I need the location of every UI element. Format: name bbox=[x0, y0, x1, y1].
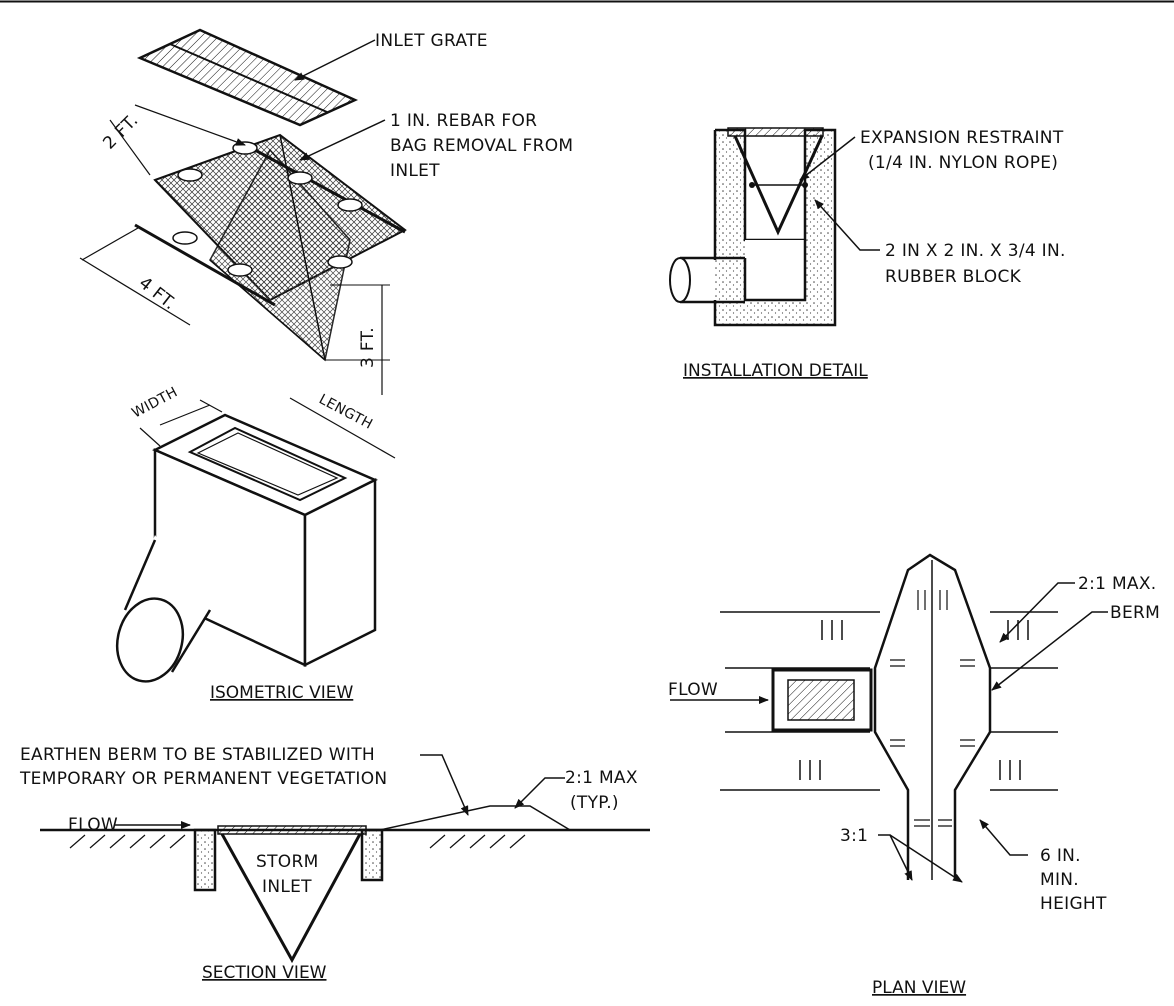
svg-text:LENGTH: LENGTH bbox=[316, 391, 375, 433]
svg-text:3 FT.: 3 FT. bbox=[358, 327, 378, 368]
title-section-view: SECTION VIEW bbox=[202, 963, 327, 983]
leader-rebar bbox=[299, 119, 386, 161]
plan-view bbox=[720, 553, 1058, 880]
title-isometric-view: ISOMETRIC VIEW bbox=[210, 683, 353, 703]
svg-text:WIDTH: WIDTH bbox=[129, 384, 180, 421]
label-rebar-2: BAG REMOVAL FROM bbox=[390, 136, 573, 156]
label-slope-typ-1: 2:1 MAX bbox=[565, 768, 638, 788]
label-slope-max: 2:1 MAX. bbox=[1078, 574, 1157, 594]
label-berm-note-2: TEMPORARY OR PERMANENT VEGETATION bbox=[19, 769, 387, 789]
dimension-length: LENGTH bbox=[289, 391, 396, 459]
leader-slope-31-b bbox=[889, 834, 963, 883]
label-slope-31: 3:1 bbox=[840, 826, 868, 846]
leader-height bbox=[979, 819, 1028, 856]
label-flow-plan: FLOW bbox=[668, 680, 718, 700]
leader-rubber-block bbox=[814, 199, 880, 251]
label-rebar-3: INLET bbox=[390, 161, 440, 181]
label-height-3: HEIGHT bbox=[1040, 894, 1107, 914]
title-plan-view: PLAN VIEW bbox=[872, 978, 966, 998]
inlet-box bbox=[115, 413, 378, 690]
label-berm-note-1: EARTHEN BERM TO BE STABILIZED WITH bbox=[20, 745, 375, 765]
dimension-4ft: 4 FT. bbox=[79, 227, 191, 326]
label-berm: BERM bbox=[1110, 603, 1160, 623]
label-block-2: RUBBER BLOCK bbox=[885, 267, 1022, 287]
leader-inlet-grate bbox=[294, 39, 376, 81]
leader-berm-note bbox=[420, 754, 469, 816]
title-installation-detail: INSTALLATION DETAIL bbox=[683, 361, 868, 381]
isometric-view: INLET GRATE 1 IN. REBAR FOR BAG REMOVAL … bbox=[79, 28, 573, 703]
label-flow-section: FLOW bbox=[68, 815, 118, 835]
label-restraint-2: (1/4 IN. NYLON ROPE) bbox=[868, 153, 1058, 173]
section-view bbox=[40, 805, 650, 964]
installation-detail bbox=[669, 127, 837, 327]
label-height-2: MIN. bbox=[1040, 870, 1079, 890]
svg-text:2 FT.: 2 FT. bbox=[99, 110, 142, 153]
leader-slope-typ bbox=[514, 777, 565, 809]
label-storm: STORM bbox=[256, 852, 319, 872]
dimension-3ft: 3 FT. bbox=[325, 284, 390, 395]
filter-bag bbox=[134, 133, 407, 362]
leader-berm bbox=[991, 611, 1108, 691]
label-restraint-1: EXPANSION RESTRAINT bbox=[860, 128, 1064, 148]
label-rebar-1: 1 IN. REBAR FOR bbox=[390, 111, 537, 131]
label-block-1: 2 IN X 2 IN. X 3/4 IN. bbox=[885, 241, 1066, 261]
label-slope-typ-2: (TYP.) bbox=[570, 793, 619, 813]
inlet-grate bbox=[136, 28, 359, 127]
leader-restraint bbox=[799, 136, 856, 181]
label-height-1: 6 IN. bbox=[1040, 846, 1081, 866]
label-inlet-grate: INLET GRATE bbox=[375, 31, 488, 51]
leader-slope-max bbox=[999, 582, 1075, 643]
svg-text:4 FT.: 4 FT. bbox=[135, 273, 180, 314]
label-inlet: INLET bbox=[262, 877, 312, 897]
